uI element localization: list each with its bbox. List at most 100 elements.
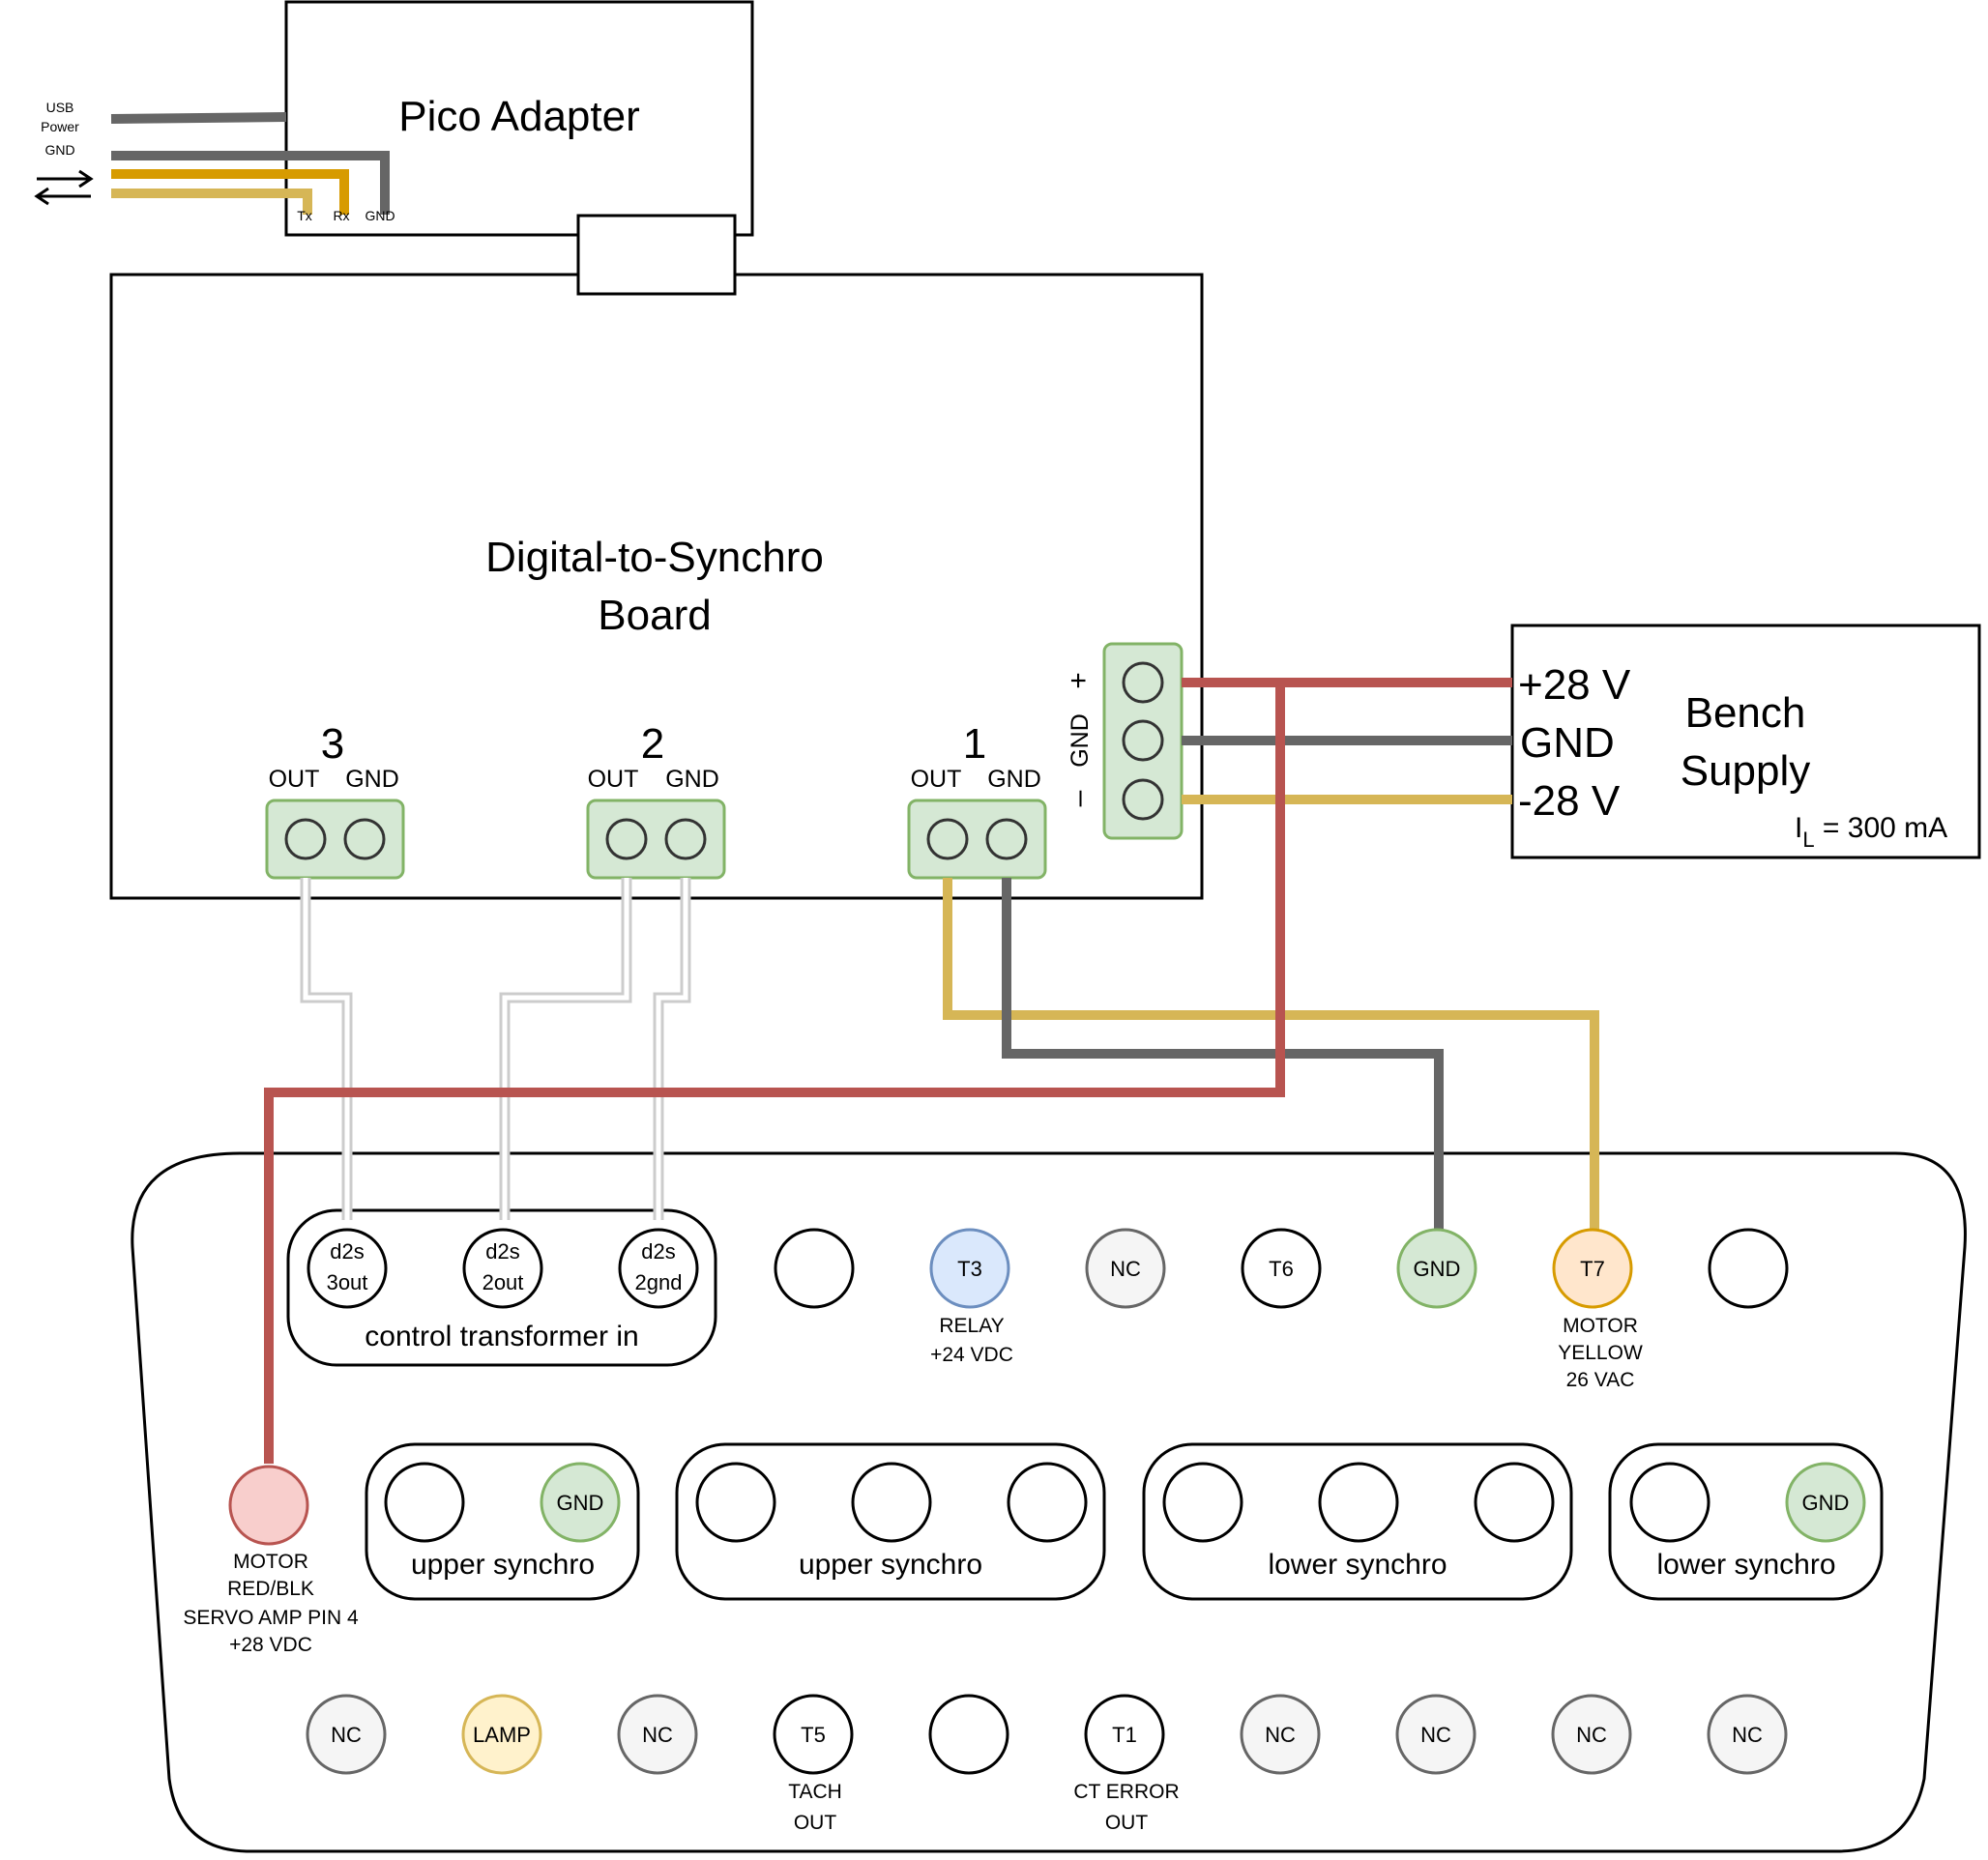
channel-1-out-label: OUT xyxy=(911,766,962,793)
channel-3-gnd-label: GND xyxy=(345,766,399,793)
pico-tx-wire xyxy=(111,189,312,215)
pin-row3-nc-6-label: NC xyxy=(1732,1723,1763,1747)
supply-gnd-label: GND xyxy=(1520,719,1615,767)
pico-adapter-box xyxy=(284,0,754,237)
connector-row-2: MOTOR RED/BLK SERVO AMP PIN 4 +28 VDC GN… xyxy=(183,1462,1866,1656)
pin-motor-desc-1: MOTOR xyxy=(233,1551,308,1573)
bench-supply: Bench Supply +28 V GND -28 V IL = 300 mA xyxy=(1510,624,1981,859)
pico-pin-gnd: GND xyxy=(365,208,395,223)
pin-d2s-3out xyxy=(307,1228,388,1309)
pin-upper-synchro-b3 xyxy=(1007,1462,1088,1543)
pin-t3-desc-1: RELAY xyxy=(939,1315,1004,1337)
pico-adapter: Pico Adapter Tx Rx GND USB Power GND xyxy=(34,0,754,237)
upper-synchro-label-b: upper synchro xyxy=(799,1549,982,1581)
pico-pin-rx: Rx xyxy=(333,208,349,223)
pin-t1-desc-1: CT ERROR xyxy=(1073,1781,1179,1803)
pin-row3-nc-4-label: NC xyxy=(1420,1723,1451,1747)
pin-t5 xyxy=(773,1694,854,1775)
pin-t7-desc-3: 26 VAC xyxy=(1566,1369,1635,1391)
pin-d2s-3out-line1: d2s xyxy=(330,1239,364,1264)
channel-2-out-label: OUT xyxy=(588,766,639,793)
pin-row3-nc-5-label: NC xyxy=(1576,1723,1607,1747)
pin-row1-nc xyxy=(1085,1228,1166,1309)
power-terminal xyxy=(1102,642,1184,840)
upper-synchro-label-a: upper synchro xyxy=(411,1549,595,1581)
pin-lower-synchro-a2 xyxy=(1318,1462,1399,1543)
power-plus-screw xyxy=(1122,661,1164,704)
pin-row3-nc-1-label: NC xyxy=(331,1723,362,1747)
power-plus-label: + xyxy=(1063,672,1095,689)
board-title-line2: Board xyxy=(598,592,711,639)
pin-motor-desc-2: RED/BLK xyxy=(227,1578,314,1600)
channel-3-out-screw xyxy=(284,818,327,860)
pin-row3-nc-2 xyxy=(617,1694,698,1775)
gnd-label: GND xyxy=(44,142,74,158)
pin-row3-nc-4 xyxy=(1395,1694,1476,1775)
pin-row1-gnd xyxy=(1396,1228,1477,1309)
pin-t1-label: T1 xyxy=(1112,1723,1137,1747)
channel-2-gnd-wire xyxy=(653,878,691,1220)
channel-1-gnd-label: GND xyxy=(987,766,1041,793)
motor-28v-wire xyxy=(264,683,1285,1464)
pin-row3-nc-2-label: NC xyxy=(642,1723,673,1747)
channel-3-gnd-screw xyxy=(343,818,386,860)
channel-1-number: 1 xyxy=(963,720,986,768)
pin-t6 xyxy=(1241,1228,1322,1309)
channel-2-number: 2 xyxy=(641,720,664,768)
connector-row-1: d2s 3out d2s 2out d2s 2gnd T3 RELAY +24 … xyxy=(307,1228,1789,1391)
pin-d2s-2out-line2: 2out xyxy=(482,1270,524,1294)
channel-2-out-wire xyxy=(499,878,632,1220)
pin-d2s-2gnd xyxy=(618,1228,699,1309)
pin-lamp xyxy=(461,1694,542,1775)
pin-lower-synchro-b-gnd-label: GND xyxy=(1802,1491,1850,1515)
control-transformer-label: control transformer in xyxy=(365,1321,638,1352)
usb-power-wire xyxy=(110,112,287,124)
pin-t5-label: T5 xyxy=(801,1723,826,1747)
pin-t1-desc-2: OUT xyxy=(1105,1812,1149,1834)
channel-1-gnd-screw xyxy=(985,818,1028,860)
pin-t1 xyxy=(1084,1694,1165,1775)
channel-3-number: 3 xyxy=(321,720,344,768)
pin-t7-desc-2: YELLOW xyxy=(1558,1342,1643,1364)
pin-upper-synchro-b1 xyxy=(695,1462,776,1543)
pin-row3-nc-1 xyxy=(306,1694,387,1775)
supply-plus-label: +28 V xyxy=(1518,661,1631,709)
pin-upper-synchro-b2 xyxy=(851,1462,932,1543)
power-gnd-screw xyxy=(1122,719,1164,762)
channel-1-out-screw xyxy=(926,818,969,860)
d2s-board: Digital-to-Synchro Board 3 OUT GND 2 OUT… xyxy=(109,214,1204,900)
channel-2-out-screw xyxy=(605,818,648,860)
d2s-board-box xyxy=(109,273,1204,900)
channel-3-out-wire xyxy=(300,878,353,1220)
pin-lamp-label: LAMP xyxy=(473,1723,531,1747)
pin-upper-synchro-a1 xyxy=(384,1462,465,1543)
bench-supply-box xyxy=(1510,624,1981,859)
pico-pin-tx: Tx xyxy=(297,208,312,223)
pico-gnd-wire xyxy=(111,151,390,215)
pin-t3 xyxy=(929,1228,1010,1309)
pin-t3-label: T3 xyxy=(957,1257,982,1281)
pin-d2s-2gnd-line2: 2gnd xyxy=(635,1270,683,1294)
channel-2-gnd-label: GND xyxy=(665,766,719,793)
pin-d2s-2out-line1: d2s xyxy=(485,1239,519,1264)
channel-3-out-label: OUT xyxy=(269,766,320,793)
pin-motor-desc-4: +28 VDC xyxy=(229,1634,312,1656)
pin-t7-label: T7 xyxy=(1580,1257,1605,1281)
board-connector-block xyxy=(576,214,737,296)
pin-row1-gnd-label: GND xyxy=(1414,1257,1461,1281)
lower-synchro-label-a: lower synchro xyxy=(1268,1549,1447,1581)
power-gnd-label: GND xyxy=(1067,713,1094,768)
connector-row-3: NC LAMP NC T5 TACH OUT T1 CT ERROR OUT N… xyxy=(306,1694,1788,1834)
pin-d2s-3out-line2: 3out xyxy=(327,1270,368,1294)
pin-lower-synchro-b-gnd xyxy=(1785,1462,1866,1543)
pin-row3-nc-3-label: NC xyxy=(1265,1723,1296,1747)
upper-synchro-group-a xyxy=(365,1442,640,1601)
pin-motor-desc-3: SERVO AMP PIN 4 xyxy=(183,1607,359,1629)
power-minus-screw xyxy=(1122,778,1164,821)
channel-2-gnd-screw xyxy=(664,818,707,860)
board-title-line1: Digital-to-Synchro xyxy=(485,534,824,581)
pin-row1-nc-label: NC xyxy=(1110,1257,1141,1281)
supply-current-label: IL = 300 mA xyxy=(1795,812,1947,852)
pin-t7 xyxy=(1552,1228,1633,1309)
